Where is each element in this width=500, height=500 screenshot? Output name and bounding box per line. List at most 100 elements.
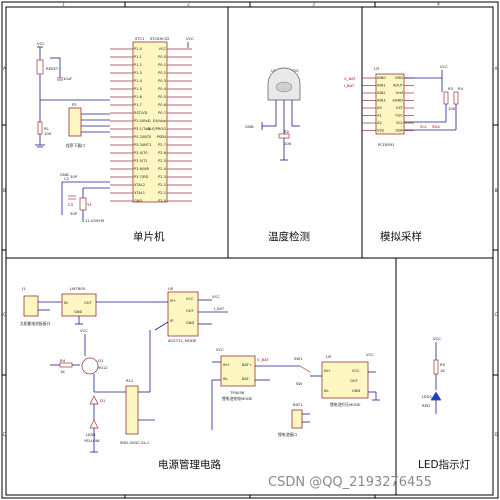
reset-switch-label: RESET	[46, 66, 59, 71]
pin-label: A1	[377, 114, 382, 118]
r4-label: R4	[458, 86, 464, 91]
crystal-freq: 11.0592M	[85, 218, 104, 223]
reg-out-pin: OUT	[84, 301, 92, 305]
pin-label: P3.3/INT1	[134, 143, 151, 147]
pin-label: P2.3	[158, 175, 166, 179]
r4-pwr-symbol	[59, 362, 73, 368]
section-title-power: 电源管理电路	[158, 458, 221, 471]
mcu-vcc-label: VCC	[186, 36, 194, 41]
c2-label: C2	[64, 176, 70, 181]
rl1-label: RL1	[126, 378, 134, 383]
row-label: B	[3, 188, 6, 194]
bat-note: 锂电池接口	[278, 432, 297, 437]
tp4056-pin: IN+	[223, 363, 230, 367]
pwr-vcc-label: VCC	[80, 328, 88, 333]
mcu-chip-body	[132, 41, 168, 203]
pin-label: SDA	[396, 129, 404, 133]
pin-label: P1.2	[134, 63, 142, 67]
r3-value: 10K	[448, 106, 456, 111]
temp-gnd-label: GND	[245, 124, 254, 129]
col-label: 4	[437, 2, 440, 8]
pin-label: AIN2	[377, 91, 386, 95]
pin-label: P2.0	[158, 199, 167, 203]
pin-label: P2.4	[158, 167, 167, 171]
adc-vcc-label: VCC	[440, 64, 448, 69]
led1-color: YELLOW	[84, 438, 100, 443]
net-v-bat: V_BAT	[344, 76, 356, 81]
u5-pin: IP+	[170, 299, 176, 303]
pin-label: P2.6	[158, 151, 167, 155]
tp4056-name: TP4056	[229, 390, 245, 395]
header-note: 程序下载口	[66, 143, 85, 148]
q1-label: Q1	[98, 358, 104, 363]
pwr-vcc-label: VCC	[216, 347, 224, 352]
pwr-vcc-label: VCC	[212, 294, 220, 299]
r5-value: 1K	[440, 368, 445, 373]
r2-value: 10K	[284, 141, 292, 146]
pin-label: AIN3	[377, 99, 386, 103]
pin-label: XTAL1	[134, 191, 145, 195]
section-title-analog: 模拟采样	[380, 230, 422, 243]
pin-label: AIN1	[377, 84, 386, 88]
u4-pin: IN-	[324, 389, 330, 393]
pin-label: P0.5	[158, 95, 166, 99]
pin-label: P0.2	[158, 71, 166, 75]
u5-pin: GND	[186, 321, 194, 325]
r1-label: R1	[44, 126, 50, 131]
pin-label: P3.6/WR	[134, 167, 150, 171]
battery-connector	[291, 409, 303, 429]
pwr-vcc-label: VCC	[366, 352, 374, 357]
q1-symbol	[81, 357, 99, 375]
pin-label: P3.1/TxD	[134, 127, 150, 131]
u4-pin: IN+	[324, 369, 331, 373]
r2-symbol	[278, 133, 290, 139]
pin-label: A0	[377, 106, 382, 110]
pin-label: P1.4	[134, 79, 143, 83]
mcu-left-pins: P1.0P1.1P1.2P1.3P1.4P1.5P1.6P1.7RST/VDP3…	[110, 47, 152, 203]
u4-pin: VCC	[352, 369, 360, 373]
acs712-body	[167, 291, 199, 337]
pin-label: P1.0	[134, 47, 143, 51]
pin-label: P0.3	[158, 79, 166, 83]
y1-label: Y1	[87, 202, 92, 207]
pin-label: P0.4	[158, 87, 167, 91]
reg-name: LM7805	[70, 286, 86, 291]
pin-label: P1.1	[134, 55, 142, 59]
pin-label: P3.4/T0	[134, 151, 148, 155]
pwr-net-i-bat: I_BAT	[214, 306, 225, 311]
r4-symbol	[453, 91, 459, 105]
row-label: D	[495, 432, 499, 438]
relay-body	[125, 385, 139, 435]
row-label: A	[495, 66, 499, 72]
r5-label: R5	[440, 362, 446, 367]
pin-label: P1.3	[134, 71, 142, 75]
sda-net: SDA	[432, 124, 440, 129]
u4-sub: 锂电池升压MODE	[330, 402, 361, 407]
led1-label: LED1	[86, 432, 96, 437]
pin-label: GND	[134, 199, 142, 203]
u3-name: PCF8591	[378, 142, 395, 147]
col-label: 1	[62, 2, 65, 8]
row-label: B	[495, 188, 498, 194]
r2-label: R2	[284, 129, 290, 134]
pin-label: P2.2	[158, 183, 166, 187]
section-title-temp: 温度检测	[268, 230, 310, 243]
r3-label: R3	[448, 86, 454, 91]
d1-symbol	[89, 395, 99, 405]
reset-switch-symbol	[36, 59, 44, 75]
mcu-chip-name: STC89C52	[150, 36, 170, 41]
led-section: VCC R5 1K LED2 RED LED指示灯	[418, 336, 471, 471]
crystal-symbol	[79, 197, 87, 211]
pin-label: P3.2/INT0	[134, 135, 152, 139]
program-header	[68, 107, 82, 137]
u5-pin: VCC	[186, 297, 194, 301]
pin-label: ALE/PROG	[148, 127, 166, 131]
r4-pwr-label: R4	[60, 358, 66, 363]
header-ref: P2	[72, 102, 77, 107]
power-section: J1 太阳能电池板接口 LM7805 IN OUT GND VCC R4 1K …	[20, 286, 380, 471]
pin-label: P3.7/RD	[134, 175, 149, 179]
pin-label: VCC	[159, 47, 167, 51]
j1-connector	[23, 295, 39, 317]
